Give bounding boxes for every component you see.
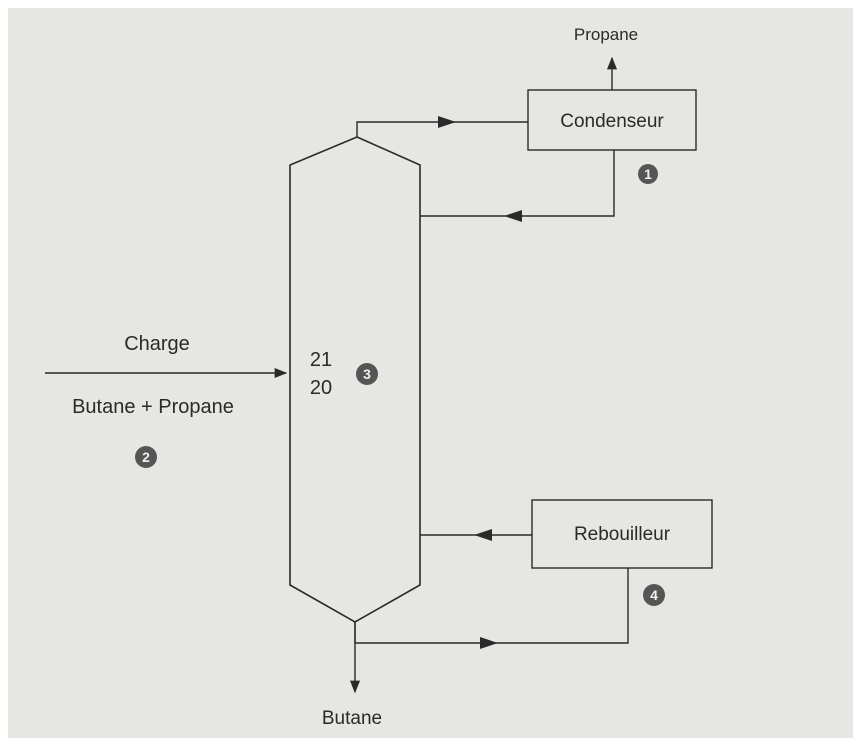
reflux-arrow xyxy=(504,210,522,222)
reflux-line xyxy=(420,150,615,217)
bottoms-to-reboiler-line xyxy=(354,568,629,644)
bottoms-arrow xyxy=(480,637,498,649)
diagram-page: Condenseur Propane 1 Charge Butane + Pro… xyxy=(8,8,853,738)
process-diagram: Condenseur Propane 1 Charge Butane + Pro… xyxy=(45,25,713,729)
feed-label: Charge xyxy=(124,333,190,355)
overhead-arrow xyxy=(438,116,456,128)
feed-composition-label: Butane + Propane xyxy=(72,396,234,418)
butane-product-label: Butane xyxy=(322,708,382,729)
marker-1-badge xyxy=(638,164,658,184)
marker-2-badge xyxy=(135,446,157,468)
marker-1-number: 1 xyxy=(644,166,652,182)
propane-product-label: Propane xyxy=(574,25,638,44)
reboiler-return-arrow xyxy=(474,529,492,541)
marker-4-badge xyxy=(643,584,665,606)
reboiler-box xyxy=(531,499,713,569)
marker-2-number: 2 xyxy=(142,449,150,465)
tray-20-label: 20 xyxy=(310,377,332,399)
condenser-label: Condenseur xyxy=(560,111,664,132)
tray-21-label: 21 xyxy=(310,349,332,371)
marker-3-badge xyxy=(356,363,378,385)
marker-4-number: 4 xyxy=(650,587,658,603)
reboiler-label: Rebouilleur xyxy=(574,524,671,545)
marker-3-number: 3 xyxy=(363,366,371,382)
overhead-vapor-line xyxy=(356,121,528,137)
